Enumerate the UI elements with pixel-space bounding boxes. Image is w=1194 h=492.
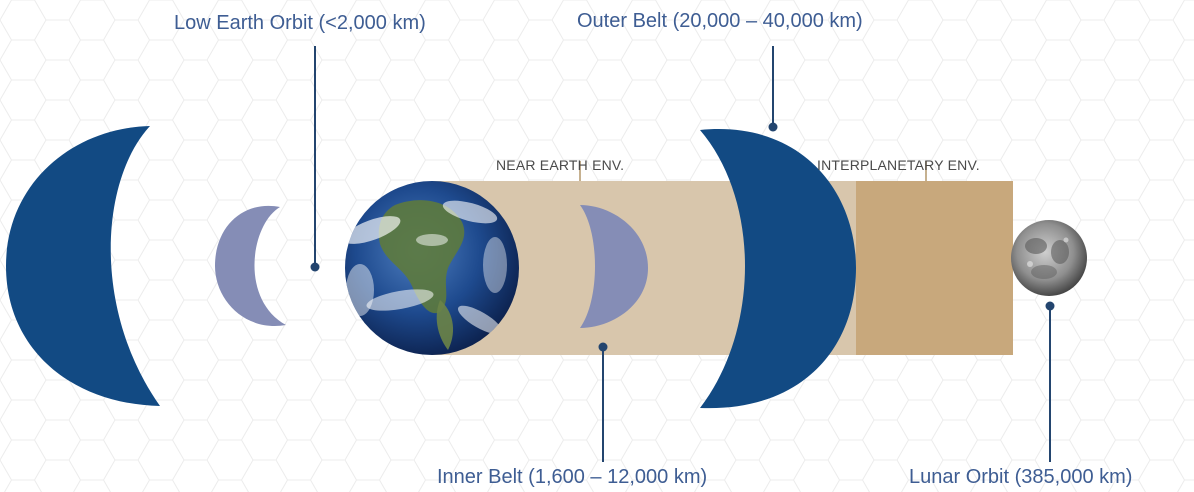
earth-icon	[345, 181, 519, 355]
inner-belt-left-crescent	[215, 205, 286, 326]
outer-belt-right-crescent	[700, 129, 856, 409]
inner-belt-label: Inner Belt (1,600 – 12,000 km)	[437, 466, 708, 488]
outer-belt-left-crescent	[6, 126, 160, 406]
moon-icon	[1011, 220, 1087, 296]
inner-belt-leader	[598, 342, 608, 462]
lunar-orbit-label: Lunar Orbit (385,000 km)	[909, 466, 1133, 488]
inner-belt-right-crescent	[580, 205, 648, 328]
outer-belt-label: Outer Belt (20,000 – 40,000 km)	[577, 10, 863, 32]
low-earth-orbit-leader	[310, 46, 320, 272]
outer-belt-leader	[768, 46, 778, 132]
interplanetary-env-label: INTERPLANETARY ENV.	[817, 157, 980, 173]
near-earth-env-label: NEAR EARTH ENV.	[496, 157, 625, 173]
lunar-orbit-leader	[1045, 301, 1055, 462]
interplanetary-band	[856, 181, 1013, 355]
low-earth-orbit-label: Low Earth Orbit (<2,000 km)	[174, 12, 426, 34]
